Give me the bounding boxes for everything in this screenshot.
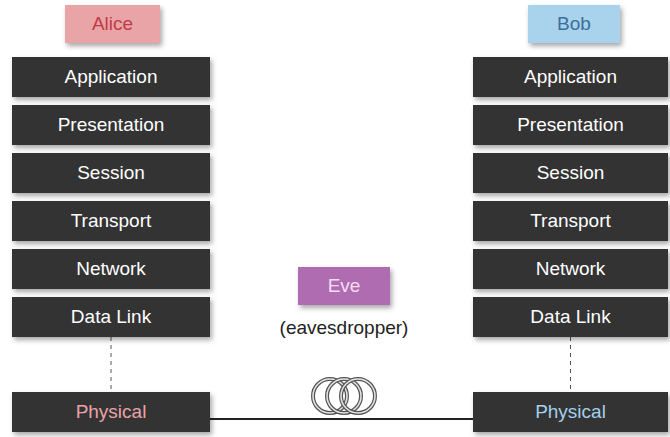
dashed-link	[111, 337, 112, 392]
layer-box: Data Link	[12, 297, 210, 337]
layer-box: Network	[473, 249, 668, 289]
box-label: Transport	[530, 210, 611, 232]
fiber-link	[210, 418, 473, 420]
party-label: Alice	[65, 5, 160, 43]
dashed-link	[570, 337, 571, 392]
box-label: Data Link	[530, 306, 610, 328]
physical-layer-box: Physical	[12, 392, 210, 432]
layer-box: Network	[12, 249, 210, 289]
box-label: Physical	[76, 401, 147, 423]
layer-box: Session	[12, 153, 210, 193]
box-label: Application	[65, 66, 158, 88]
coil-loop	[341, 379, 375, 413]
box-label: Network	[76, 258, 146, 280]
box-label: Eve	[328, 275, 361, 297]
eavesdropper-box: Eve(eavesdropper)	[298, 267, 390, 305]
party-label: Bob	[528, 5, 620, 43]
box-label: Alice	[92, 13, 133, 35]
role-note: (eavesdropper)	[280, 317, 409, 339]
layer-box: Session	[473, 153, 668, 193]
box-label: Network	[536, 258, 606, 280]
layer-box: Presentation	[473, 105, 668, 145]
layer-box: Application	[12, 57, 210, 97]
box-label: Transport	[71, 210, 152, 232]
layer-box: Transport	[12, 201, 210, 241]
layer-box: Data Link	[473, 297, 668, 337]
box-label: Session	[77, 162, 145, 184]
box-label: Presentation	[58, 114, 165, 136]
coil-loop	[341, 379, 375, 413]
box-label: Physical	[535, 401, 606, 423]
box-label: Application	[524, 66, 617, 88]
box-label: Bob	[557, 13, 591, 35]
physical-layer-box: Physical	[473, 392, 668, 432]
layer-box: Application	[473, 57, 668, 97]
layer-box: Transport	[473, 201, 668, 241]
box-label: Data Link	[71, 306, 151, 328]
box-label: Session	[537, 162, 605, 184]
layer-box: Presentation	[12, 105, 210, 145]
box-label: Presentation	[517, 114, 624, 136]
